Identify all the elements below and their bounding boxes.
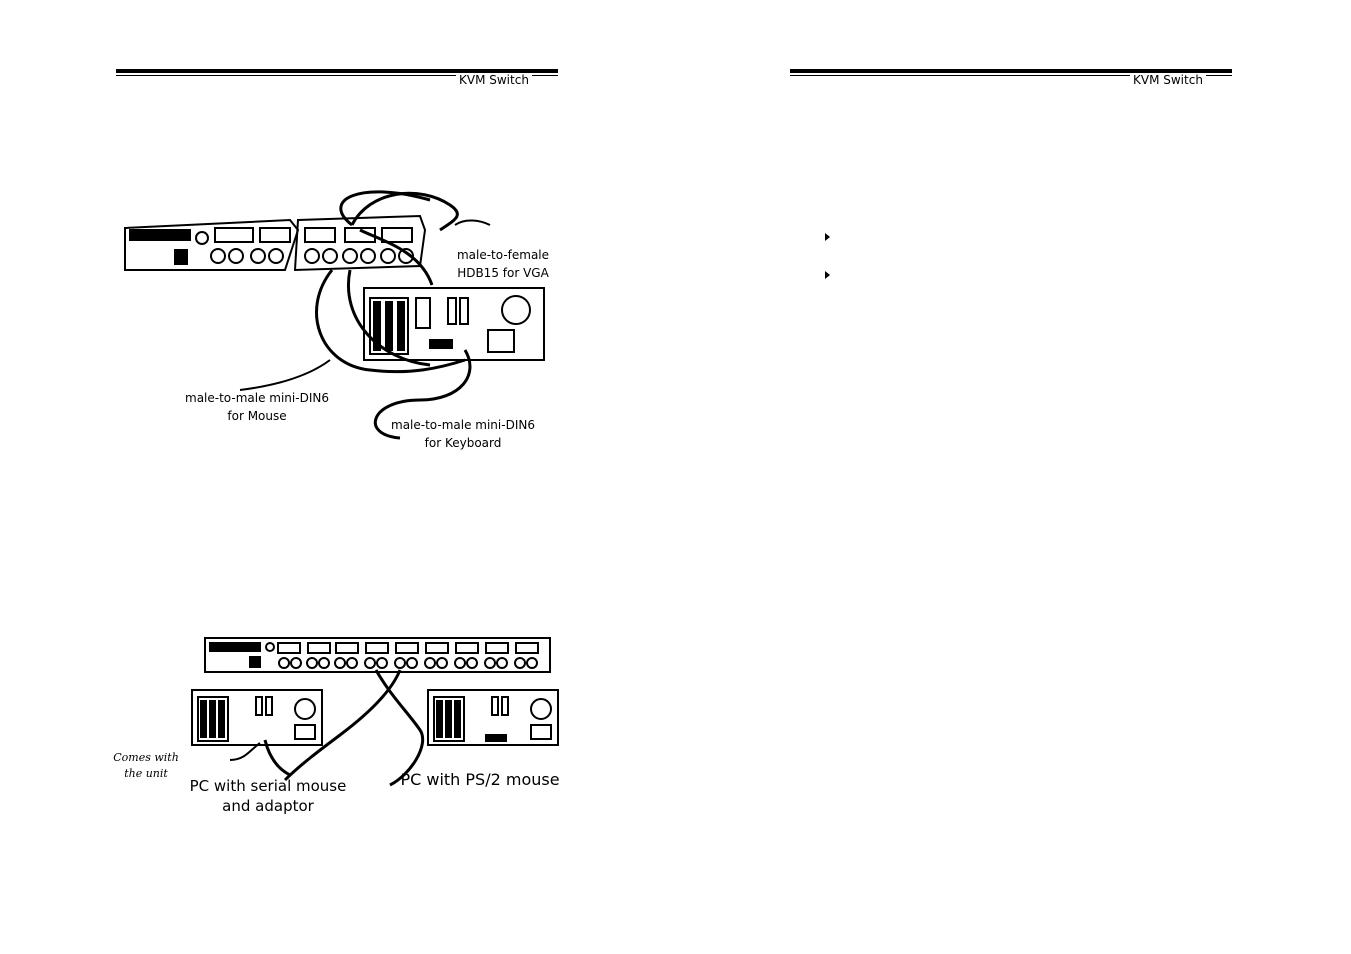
running-header: KVM Switch <box>456 73 532 87</box>
kvm-switch-panel <box>124 214 427 272</box>
comes-with-line-2: the unit <box>124 767 168 780</box>
kvm-cable-diagram <box>124 190 545 440</box>
serial-mouse-pc-label: PC with serial mouse and adaptor <box>188 776 348 816</box>
kvm-8-port-switch <box>204 637 551 673</box>
left-page: KVM Switch <box>0 0 660 954</box>
ps2-mouse-line: PC with PS/2 mouse <box>400 770 560 789</box>
pc-right-rear-panel <box>427 689 559 746</box>
header-rule <box>116 69 558 73</box>
pc-rear-panel <box>363 287 545 361</box>
right-page: KVM Switch <box>675 0 1335 954</box>
vga-label-line-2: HDB15 for VGA <box>457 266 549 280</box>
mouse-label-line-2: for Mouse <box>227 409 287 423</box>
keyboard-label-line-1: male-to-male mini-DIN6 <box>391 418 535 432</box>
bullet-arrow-icon <box>825 271 830 279</box>
header-rule <box>790 69 1232 73</box>
vga-cable-label: male-to-female HDB15 for VGA <box>448 246 558 282</box>
running-header: KVM Switch <box>1130 73 1206 87</box>
serial-mouse-line-2: and adaptor <box>222 797 314 815</box>
comes-with-label: Comes with the unit <box>108 750 184 782</box>
multi-pc-diagram <box>191 637 559 787</box>
header-rule-thin <box>116 75 558 76</box>
header-rule-thin <box>790 75 1232 76</box>
cables-2 <box>263 669 425 787</box>
comes-with-line-1: Comes with <box>113 751 179 764</box>
vga-label-line-1: male-to-female <box>456 248 550 262</box>
ps2-mouse-pc-label: PC with PS/2 mouse <box>400 770 560 790</box>
label-pointers <box>239 219 491 391</box>
keyboard-label-line-2: for Keyboard <box>424 436 502 450</box>
mouse-cable-label: male-to-male mini-DIN6 for Mouse <box>182 389 332 425</box>
keyboard-cable-label: male-to-male mini-DIN6 for Keyboard <box>388 416 538 452</box>
pc-left-rear-panel <box>191 689 323 746</box>
mouse-label-line-1: male-to-male mini-DIN6 <box>185 391 329 405</box>
comes-with-pointer <box>229 742 261 761</box>
bullet-arrow-icon <box>825 233 830 241</box>
cables <box>315 190 472 440</box>
serial-mouse-line-1: PC with serial mouse <box>189 777 347 795</box>
